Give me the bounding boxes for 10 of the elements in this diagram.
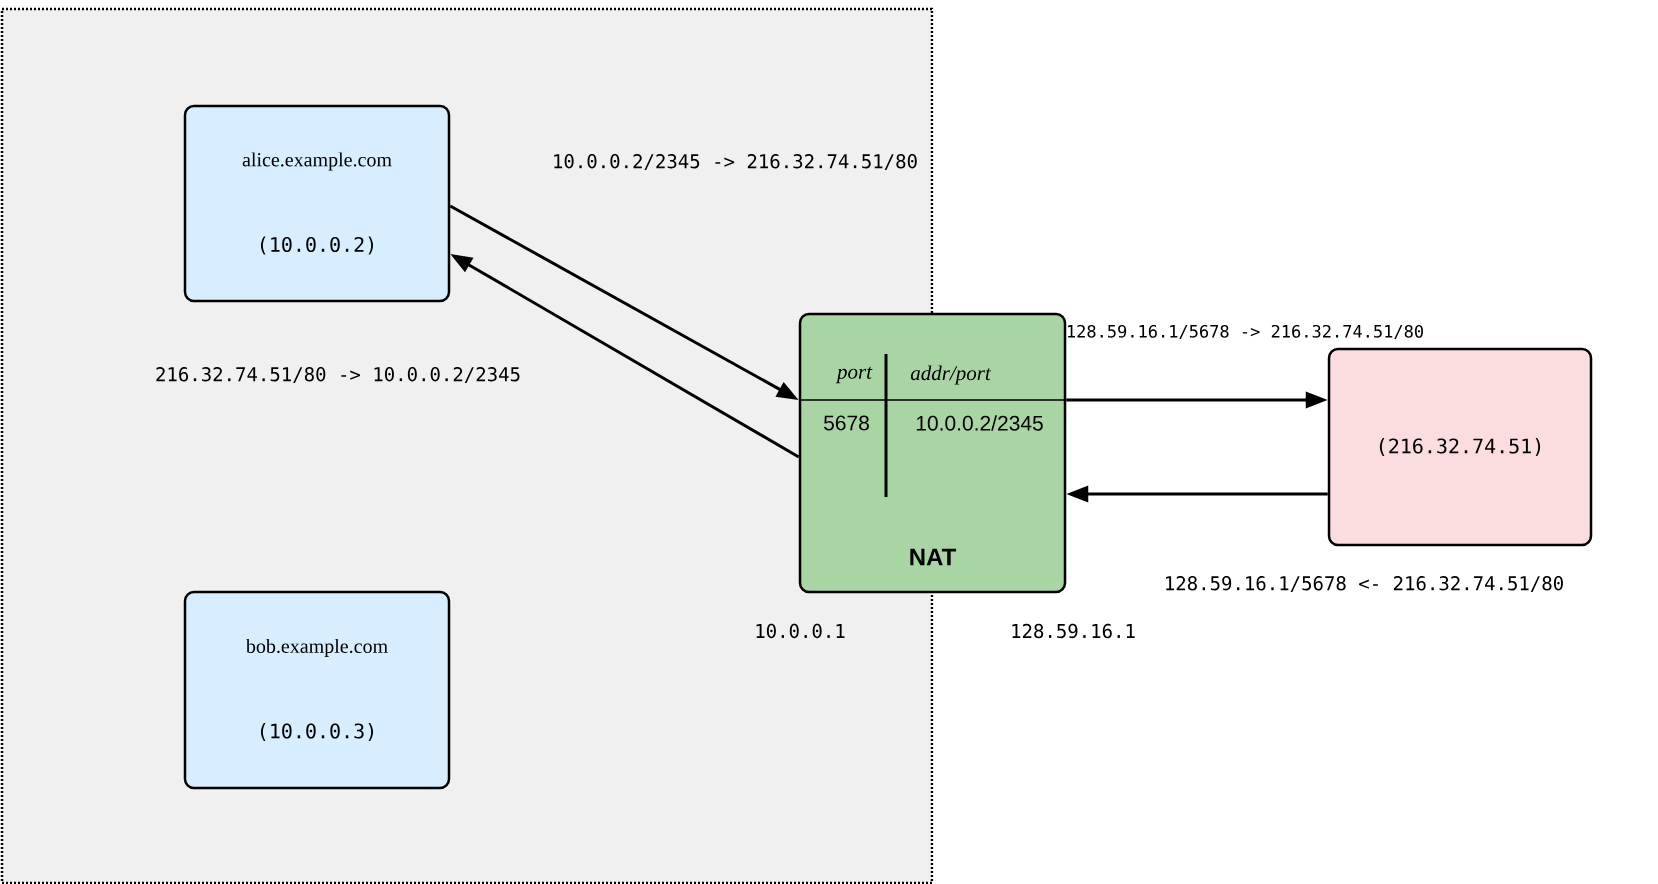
host-box: alice.example.com (10.0.0.2) bbox=[183, 104, 451, 303]
edge-label: 216.32.74.51/80 -> 10.0.0.2/2345 bbox=[156, 367, 520, 383]
host-box: bob.example.com (10.0.0.3) bbox=[183, 590, 451, 790]
address-label: 10.0.0.1 bbox=[756, 623, 845, 639]
edge-label: 10.0.0.2/2345 -> 216.32.74.51/80 bbox=[554, 154, 917, 170]
edge-label: 128.59.16.1/5678 -> 216.32.74.51/80 bbox=[1067, 324, 1423, 340]
nat-box: port addr/port 5678 10.0.0.2/2345 NAT bbox=[798, 312, 1067, 594]
server-box: (216.32.74.51) bbox=[1327, 347, 1593, 547]
address-label: 128.59.16.1 bbox=[1012, 623, 1135, 639]
edge-label: 128.59.16.1/5678 <- 216.32.74.51/80 bbox=[1166, 576, 1563, 592]
